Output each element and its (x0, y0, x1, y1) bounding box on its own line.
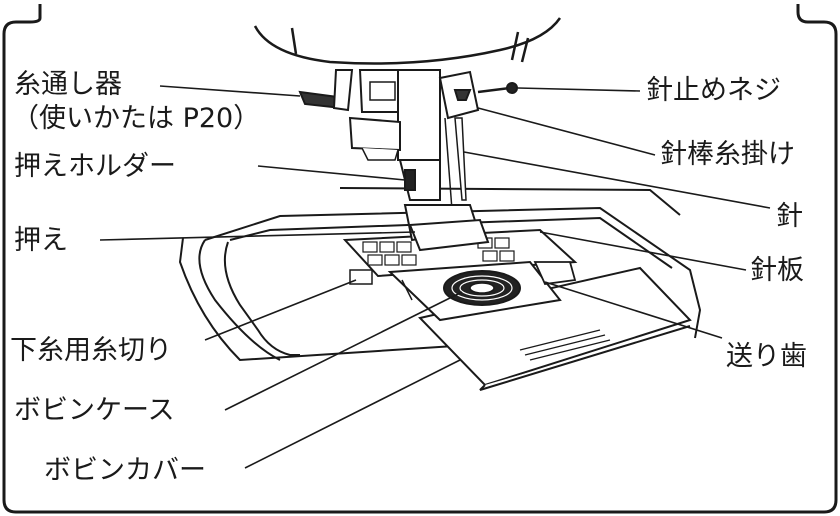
label-bobbin-case: ボビンケース (14, 395, 175, 426)
label-presser-foot: 押え (14, 225, 68, 256)
leader-lines (99, 85, 771, 469)
label-feed-dogs: 送り歯 (726, 341, 807, 372)
label-needle-plate: 針板 (750, 255, 804, 286)
label-bobbin-cover: ボビンカバー (44, 455, 206, 486)
needle-mechanism (298, 69, 518, 252)
bobbin-cover-shape (418, 266, 692, 391)
label-presser-holder: 押えホルダー (14, 151, 176, 182)
label-needle-bar-guide: 針棒糸掛け (660, 139, 795, 170)
label-needle: 針 (776, 201, 803, 232)
label-thread-guide: 糸通し器 (14, 69, 122, 100)
diagram-frame (2, 4, 838, 514)
bobbin-shape (349, 260, 577, 322)
machine-head (253, 17, 562, 65)
machine-bed (178, 187, 702, 362)
label-bobbin-cutter: 下糸用糸切り (10, 335, 172, 366)
label-thread-guide-ref: （使いかたは P20） (12, 103, 261, 134)
label-needle-screw: 針止めネジ (646, 75, 781, 106)
